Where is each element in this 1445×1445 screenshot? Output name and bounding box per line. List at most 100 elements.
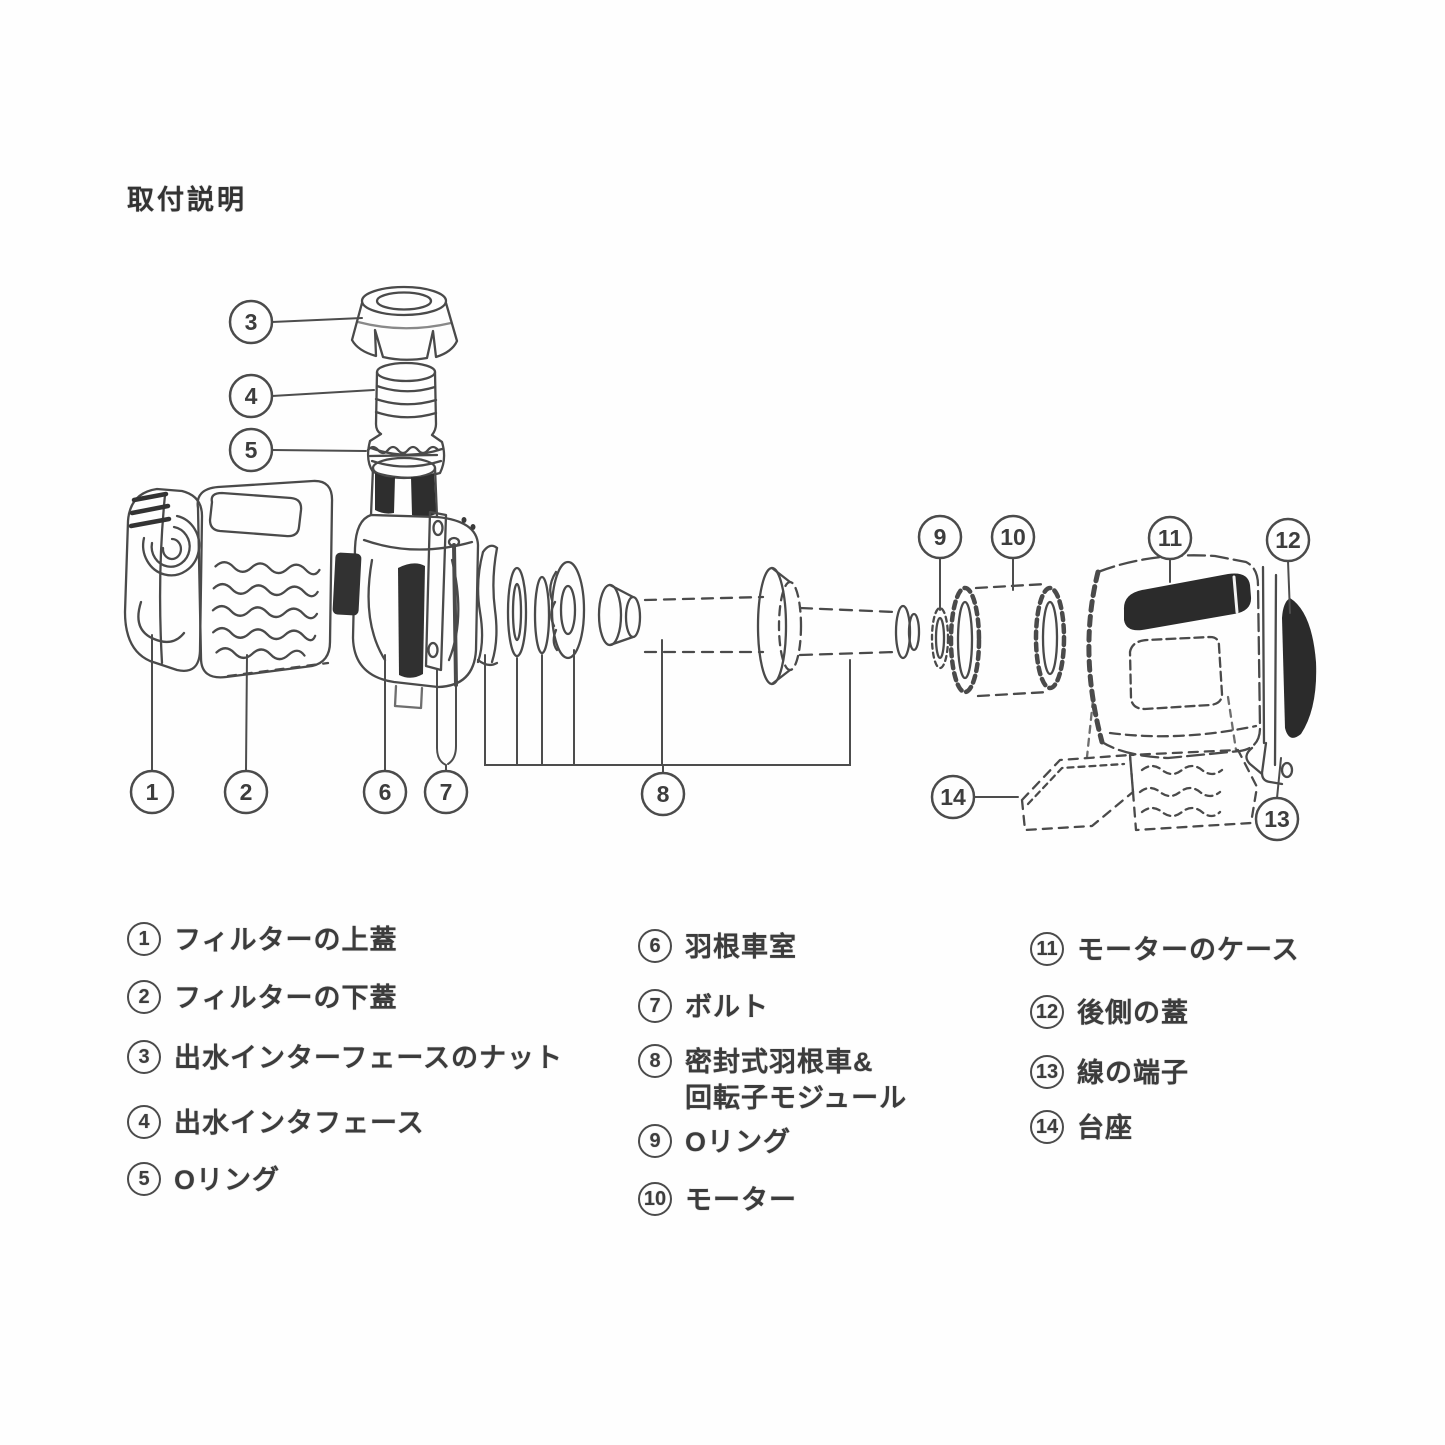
part-impeller-rotor-module (506, 560, 921, 686)
callout-13: 13 (1254, 796, 1300, 842)
callout-4: 4 (228, 373, 274, 419)
svg-text:11: 11 (1158, 525, 1183, 551)
part-oring-rear (930, 606, 950, 670)
legend-number-13: 13 (1030, 1055, 1064, 1089)
legend-label-5: Oリング (174, 1165, 281, 1195)
part-rear-cover (1261, 565, 1317, 767)
legend-item-8: 8 密封式羽根車&回転子モジュール (638, 1044, 907, 1116)
legend-label-7: ボルト (685, 992, 769, 1022)
leader-2 (245, 654, 248, 771)
callout-2: 2 (223, 769, 269, 815)
legend-number-7: 7 (638, 989, 672, 1023)
callout-5: 5 (228, 427, 274, 473)
legend-number-5: 5 (127, 1162, 161, 1196)
legend-label-8: 密封式羽根車&回転子モジュール (685, 1044, 907, 1116)
callouts: 1 2 3 4 5 6 7 (129, 299, 1311, 842)
svg-text:14: 14 (940, 784, 966, 810)
legend-item-6: 6 羽根車室 (638, 929, 797, 965)
legend-item-1: 1 フィルターの上蓋 (127, 922, 397, 958)
legend-label-2: フィルターの下蓋 (174, 983, 398, 1013)
callout-11: 11 (1147, 515, 1193, 561)
legend-label-6: 羽根車室 (685, 932, 797, 962)
callout-7: 7 (423, 769, 469, 815)
svg-text:8: 8 (657, 781, 670, 807)
leader-lines (151, 317, 1291, 799)
svg-text:9: 9 (934, 524, 947, 550)
leader-5 (271, 449, 367, 452)
part-bolts (424, 510, 499, 687)
svg-text:13: 13 (1264, 806, 1290, 832)
part-filter-top-cover (123, 487, 204, 672)
legend-number-6: 6 (638, 929, 672, 963)
legend-label-13: 線の端子 (1077, 1058, 1189, 1088)
leader-4 (271, 389, 375, 397)
leader-12 (1287, 560, 1291, 614)
legend-number-14: 14 (1030, 1110, 1064, 1144)
leader-13 (1276, 757, 1282, 799)
callout-3: 3 (228, 299, 274, 345)
legend-item-10: 10 モーター (638, 1182, 797, 1218)
callout-6: 6 (362, 769, 408, 815)
legend-label-8-line2: 回転子モジュール (685, 1083, 908, 1113)
svg-text:12: 12 (1275, 527, 1301, 553)
part-filter-bottom-cover (196, 479, 334, 679)
svg-text:4: 4 (245, 383, 258, 409)
part-wire-terminal (1245, 741, 1294, 786)
part-motor-case (1085, 554, 1262, 760)
svg-text:5: 5 (245, 437, 258, 463)
callout-1: 1 (129, 769, 175, 815)
leader-3 (271, 317, 363, 323)
legend-label-3: 出水インターフェースのナット (174, 1043, 564, 1073)
legend-label-10: モーター (685, 1185, 797, 1215)
callout-10: 10 (990, 514, 1036, 560)
leader-8 (484, 639, 851, 774)
callout-12: 12 (1265, 517, 1311, 563)
svg-text:3: 3 (245, 309, 258, 335)
callout-8: 8 (640, 771, 686, 817)
svg-text:7: 7 (440, 779, 453, 805)
svg-text:10: 10 (1000, 524, 1026, 550)
part-oring-top (366, 445, 440, 458)
part-impeller-chamber (351, 456, 480, 710)
legend-number-9: 9 (638, 1124, 672, 1158)
svg-text:2: 2 (240, 779, 253, 805)
legend-label-4: 出水インタフェース (174, 1108, 425, 1138)
legend-label-14: 台座 (1077, 1113, 1133, 1143)
callout-9: 9 (917, 514, 963, 560)
legend-item-2: 2 フィルターの下蓋 (127, 980, 397, 1016)
legend-number-8: 8 (638, 1044, 672, 1078)
legend-item-9: 9 Oリング (638, 1124, 791, 1160)
legend-number-10: 10 (638, 1182, 672, 1216)
legend-item-3: 3 出水インターフェースのナット (127, 1040, 563, 1076)
legend-item-11: 11 モーターのケース (1030, 932, 1300, 968)
legend-number-12: 12 (1030, 995, 1064, 1029)
legend-label-8-line1: 密封式羽根車& (685, 1047, 874, 1077)
legend-item-5: 5 Oリング (127, 1162, 280, 1198)
case-handle (1123, 573, 1252, 631)
strainer-spiral (161, 537, 183, 561)
legend-number-4: 4 (127, 1105, 161, 1139)
svg-text:6: 6 (379, 779, 392, 805)
legend-item-4: 4 出水インタフェース (127, 1105, 425, 1141)
legend-label-11: モーターのケース (1077, 935, 1300, 965)
legend-label-9: Oリング (685, 1127, 792, 1157)
legend-item-7: 7 ボルト (638, 989, 769, 1025)
part-motor (948, 582, 1067, 698)
legend-number-2: 2 (127, 980, 161, 1014)
svg-text:1: 1 (146, 779, 159, 805)
page-title: 取付説明 (127, 185, 247, 215)
legend-number-11: 11 (1030, 932, 1064, 966)
legend-item-14: 14 台座 (1030, 1110, 1133, 1146)
legend-number-1: 1 (127, 922, 161, 956)
part-base (1020, 748, 1259, 832)
part-outlet-nut (350, 285, 459, 361)
callout-14: 14 (930, 774, 976, 820)
part-outlet-interface (366, 361, 446, 479)
legend-item-13: 13 線の端子 (1030, 1055, 1189, 1091)
legend-number-3: 3 (127, 1040, 161, 1074)
legend-item-12: 12 後側の蓋 (1030, 995, 1189, 1031)
seal-block (332, 552, 362, 616)
legend-label-12: 後側の蓋 (1077, 998, 1189, 1028)
